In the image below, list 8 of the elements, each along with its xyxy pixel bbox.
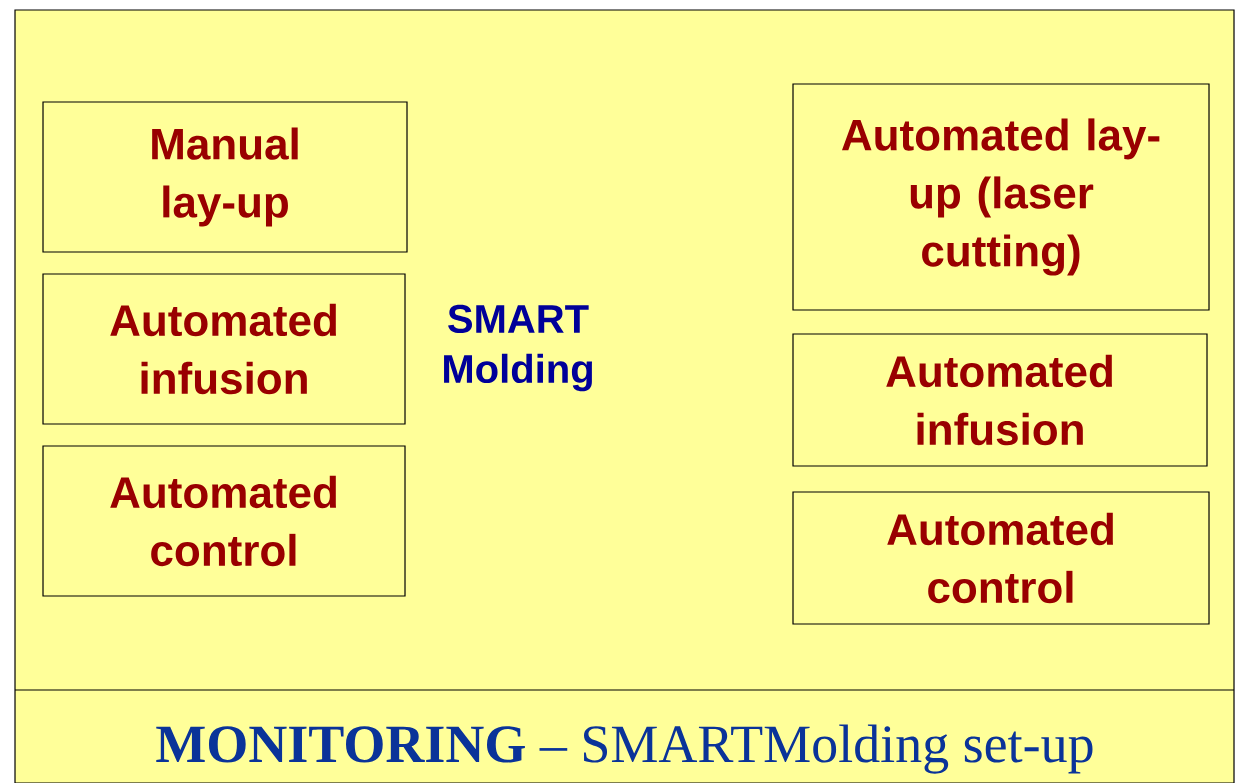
process-box: Automated infusion [792,333,1208,467]
process-box: Automated control [42,445,406,597]
process-box: Manual lay-up [42,101,408,253]
caption: MONITORING – SMARTMolding set-up [156,724,1093,774]
diagram-label: SMART Molding [444,304,592,392]
process-box: Automated lay-up (laser cutting) [792,83,1210,311]
process-box: Automated control [792,491,1210,625]
process-box: Automated infusion [42,273,406,425]
